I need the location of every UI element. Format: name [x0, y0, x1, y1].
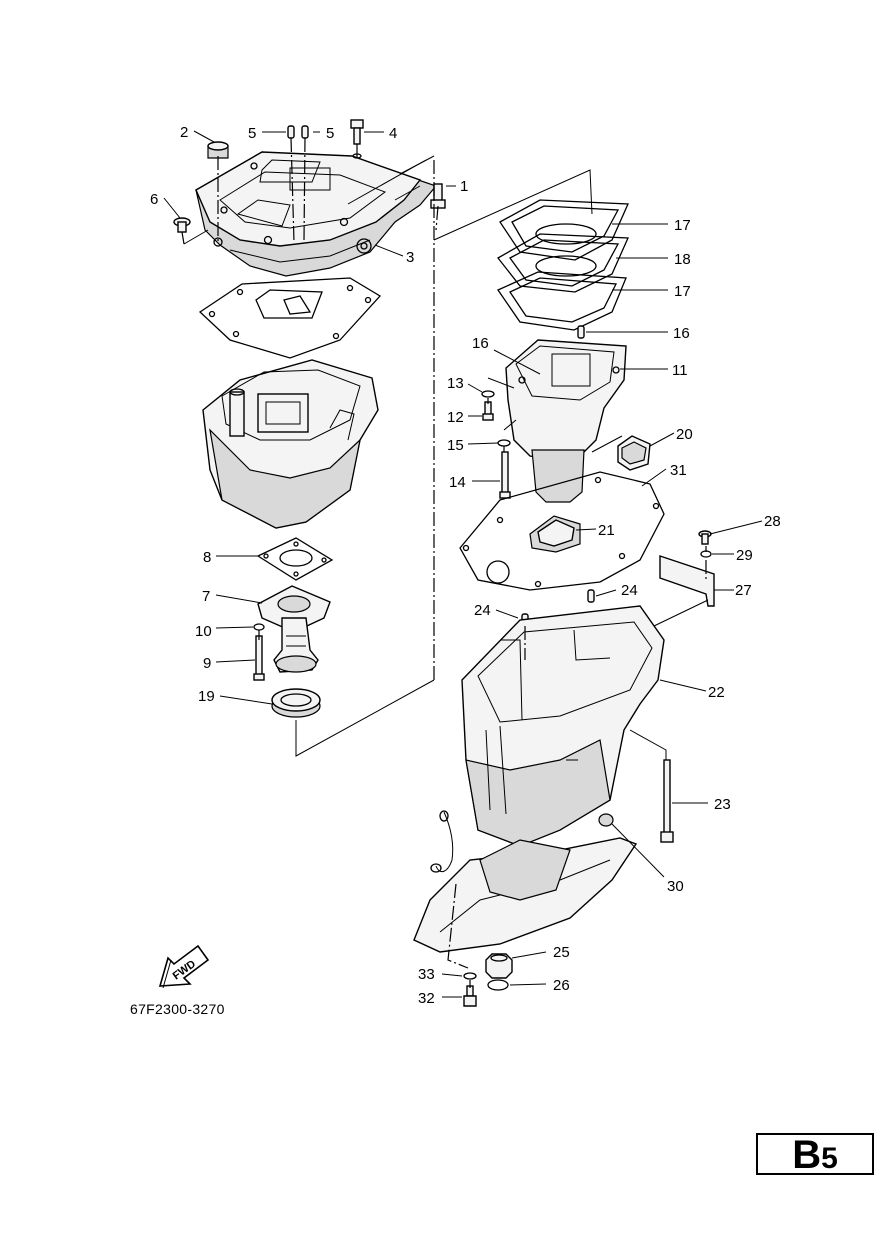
callout-12: 12 [447, 409, 464, 426]
callout-labels: 1 2 3 4 5 5 6 7 8 9 10 11 12 13 14 15 16… [150, 124, 781, 1007]
callout-1: 1 [460, 178, 468, 195]
callout-14: 14 [449, 474, 466, 491]
callout-31: 31 [670, 462, 687, 479]
part-dowel-5a [287, 125, 295, 139]
callout-21: 21 [598, 522, 615, 539]
callout-24-right: 24 [621, 582, 638, 599]
callout-10: 10 [195, 623, 212, 640]
callout-26: 26 [553, 977, 570, 994]
callout-25: 25 [553, 944, 570, 961]
part-upper-casing [195, 151, 438, 277]
callout-2: 2 [180, 124, 188, 141]
gasket-upper-left [198, 277, 382, 359]
callout-16-right: 16 [673, 325, 690, 342]
part-lower-casing-22 [461, 605, 665, 847]
callout-9: 9 [203, 655, 211, 672]
callout-5-left: 5 [248, 125, 256, 142]
callout-7: 7 [202, 588, 210, 605]
callout-11: 11 [672, 362, 688, 379]
callout-27: 27 [735, 582, 752, 599]
part-dowel-24-right [587, 589, 595, 603]
callout-33: 33 [418, 966, 435, 983]
callout-15: 15 [447, 437, 464, 454]
callout-20: 20 [676, 426, 693, 443]
callout-6: 6 [150, 191, 158, 208]
part-dowel-5b [301, 125, 309, 139]
part-plug-6 [173, 217, 191, 233]
section-badge: B5 [756, 1133, 874, 1175]
part-plug-2 [207, 141, 229, 159]
part-bolt-32 [463, 985, 477, 1007]
callout-30: 30 [667, 878, 684, 895]
part-cavitation-plate [413, 837, 638, 953]
part-gasket-17-bottom [497, 271, 627, 331]
callout-24-left: 24 [474, 602, 491, 619]
part-bolt-9 [253, 635, 265, 681]
part-gasket-31 [459, 471, 665, 591]
callout-23: 23 [714, 796, 731, 813]
part-washer-13 [481, 390, 495, 398]
callout-17-top: 17 [674, 217, 691, 234]
part-bolt-12 [482, 401, 494, 421]
part-gasket-17-top [499, 199, 629, 261]
callout-13: 13 [447, 375, 464, 392]
part-gasket-18 [497, 233, 629, 293]
part-clip-26 [487, 979, 509, 991]
ground-lead-wire [430, 810, 469, 969]
part-washer-33 [463, 972, 477, 980]
callout-3: 3 [406, 249, 414, 266]
part-seal-21 [529, 515, 581, 553]
part-screw-28 [698, 530, 712, 545]
callout-17-bottom: 17 [674, 283, 691, 300]
part-seal-19 [271, 688, 321, 718]
part-washer-15 [497, 439, 511, 447]
part-dowel-16-right [577, 325, 585, 339]
callout-5-right: 5 [326, 125, 334, 142]
part-bolt-14 [499, 451, 511, 499]
part-plate-27 [659, 555, 715, 607]
drawing-code: 67F2300-3270 [130, 1001, 225, 1017]
section-letter: B [792, 1133, 822, 1177]
fwd-arrow-icon: FWD [158, 944, 210, 989]
callout-22: 22 [708, 684, 725, 701]
part-seal-20 [617, 435, 651, 471]
callout-32: 32 [418, 990, 435, 1007]
oil-pan [202, 359, 379, 529]
part-nut-25 [485, 953, 513, 979]
callout-19: 19 [198, 688, 215, 705]
part-bolt-23 [660, 759, 674, 843]
callout-16-left: 16 [472, 335, 489, 352]
assembly-guide-lines [181, 137, 709, 988]
part-gasket-8 [256, 537, 334, 581]
callout-8: 8 [203, 549, 211, 566]
part-water-pump-assembly-7 [257, 585, 331, 673]
part-exhaust-manifold-11 [505, 339, 627, 503]
callout-28: 28 [764, 513, 781, 530]
leader-lines [163, 130, 763, 998]
section-number: 5 [821, 1142, 838, 1175]
part-grommet-30 [598, 813, 614, 827]
callout-4: 4 [389, 125, 397, 142]
callout-18: 18 [674, 251, 691, 268]
part-washer-10 [253, 623, 265, 631]
callout-29: 29 [736, 547, 753, 564]
